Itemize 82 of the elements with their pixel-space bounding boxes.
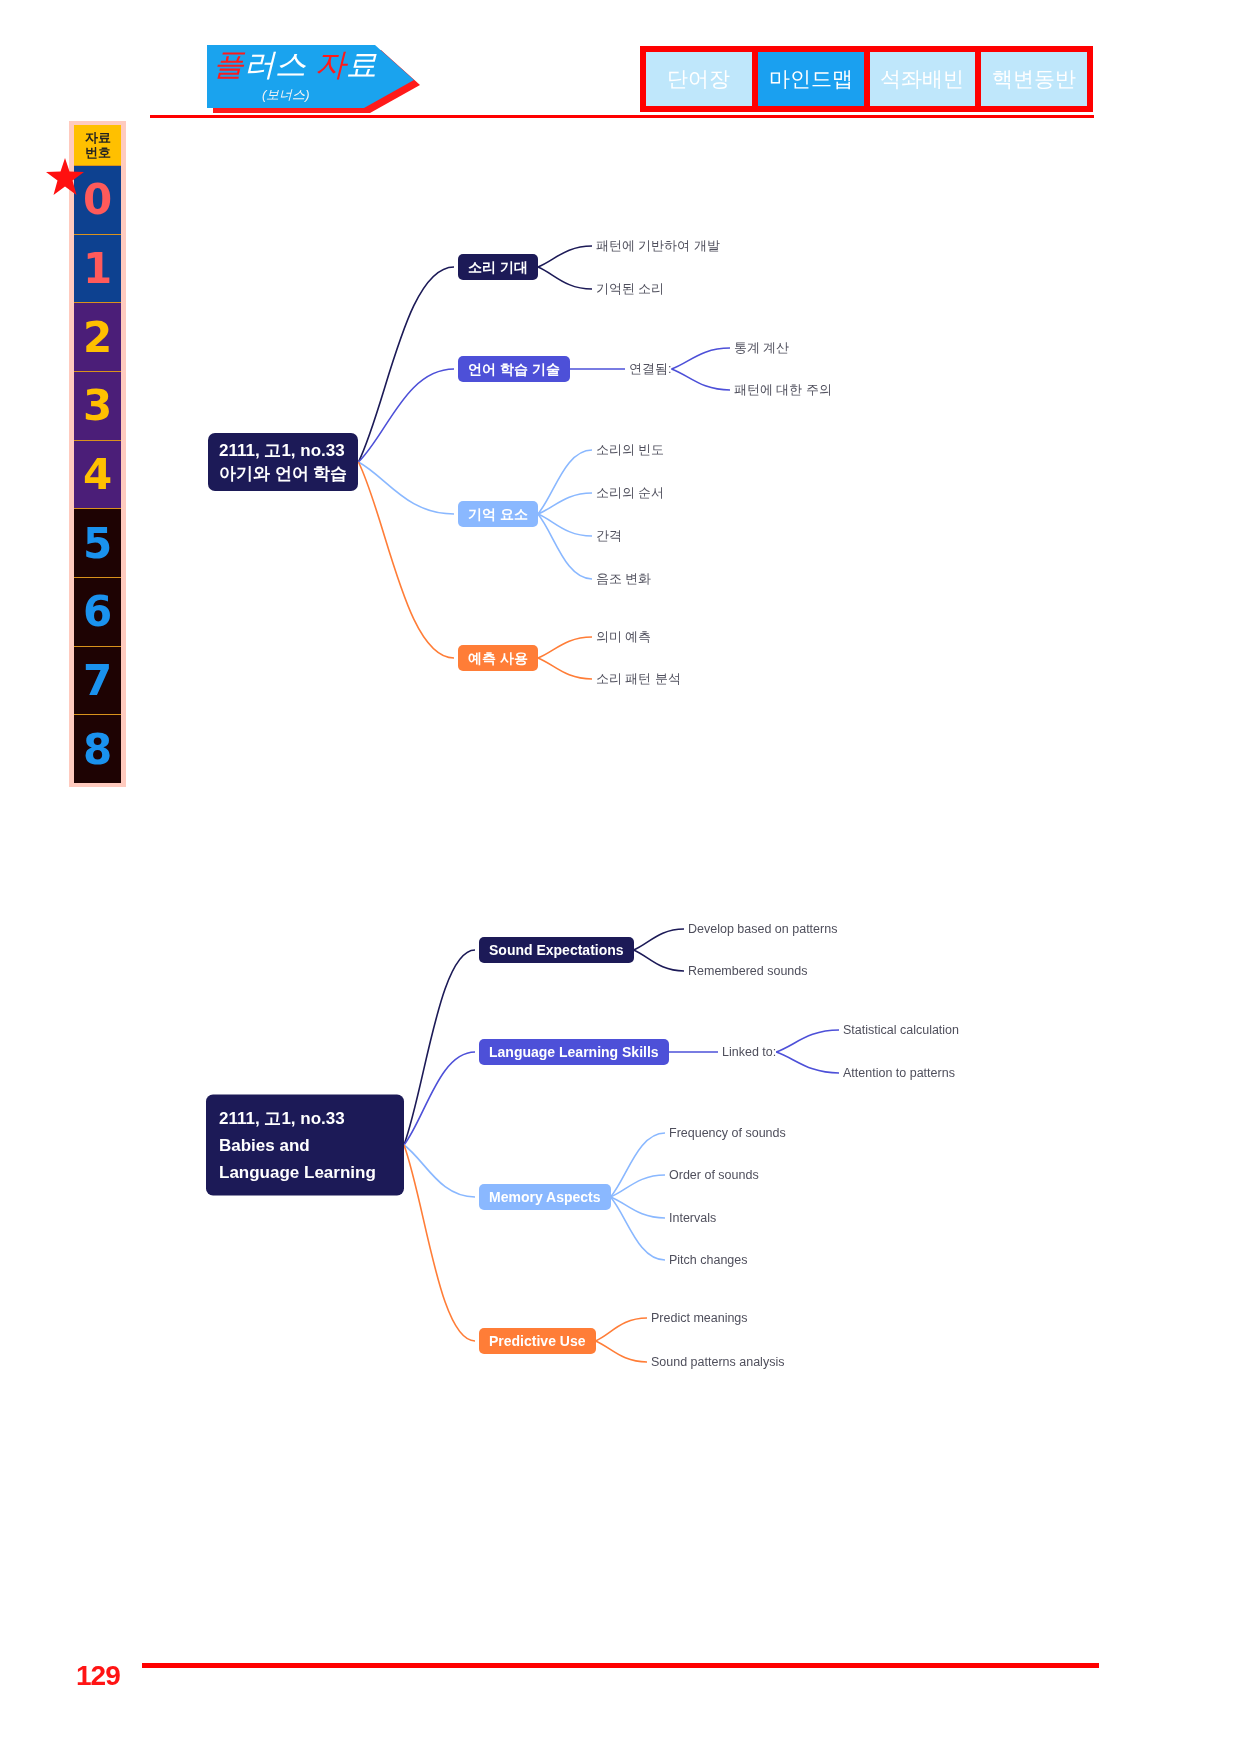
index-tab: 3 (74, 371, 121, 440)
subtopic-text: Statistical calculation (843, 1022, 960, 1038)
connector-line (632, 928, 685, 951)
connector-line (357, 368, 455, 463)
subtopic-text: Linked to: (722, 1044, 777, 1060)
subtopic-text: 패턴에 대한 주의 (734, 382, 832, 398)
connector-line (403, 949, 476, 1146)
branch-topic: Memory Aspects (479, 1184, 611, 1210)
subtopic-text: Intervals (669, 1210, 717, 1226)
subtopic-text: Develop based on patterns (688, 921, 838, 937)
connector-line (609, 1174, 666, 1198)
subtopic-text: Sound patterns analysis (651, 1354, 785, 1370)
subtopic-text: Predict meanings (651, 1310, 748, 1326)
branch-topic: 예측 사용 (458, 645, 538, 671)
connector-line (537, 636, 593, 659)
branch-topic: Predictive Use (479, 1328, 596, 1354)
branch-topic: 기억 요소 (458, 501, 538, 527)
nav-tab: 마인드맵 (757, 52, 864, 106)
index-tab: 8 (74, 714, 121, 784)
subtopic-text: 소리의 빈도 (596, 442, 665, 458)
subtopic-text: Frequency of sounds (669, 1125, 786, 1141)
sidebar-heading: 자료 번호 (74, 125, 121, 165)
subtopic-text: 통계 계산 (734, 340, 790, 356)
connector-line (403, 1144, 476, 1342)
topic-text: Babies and Language Learning (219, 1134, 377, 1184)
topic-text: 아기와 언어 학습 (219, 463, 348, 485)
branch-topic: Sound Expectations (479, 937, 634, 963)
page-number: 129 (76, 1661, 120, 1691)
connector-line (775, 1029, 840, 1053)
connector-line (609, 1132, 666, 1198)
connector-line (403, 1051, 476, 1146)
index-tab: 0 (74, 165, 121, 234)
connector-line (357, 461, 455, 659)
connector-line (537, 449, 593, 515)
topic-text: 2111, 고1, no.33 (219, 1107, 346, 1130)
connector-line (537, 245, 593, 268)
subtopic-text: 음조 변화 (596, 571, 652, 587)
banner-title: 플러스 자료 (213, 46, 377, 84)
connector-line (609, 1196, 666, 1219)
banner-subtitle: (보너스) (262, 87, 310, 103)
connector-line (775, 1051, 840, 1074)
subtopic-text: 연결됨: (629, 361, 672, 377)
subtopic-text: Order of sounds (669, 1167, 759, 1183)
topic-text: 2111, 고1, no.33 (219, 440, 346, 462)
connector-line (632, 949, 685, 972)
subtopic-text: Remembered sounds (688, 963, 808, 979)
subtopic-text: 간격 (596, 528, 622, 544)
index-tab: 2 (74, 302, 121, 371)
nav-tab: 단어장 (646, 52, 752, 106)
connector-line (537, 492, 593, 515)
connector-line (537, 513, 593, 537)
subtopic-text: Pitch changes (669, 1252, 748, 1268)
branch-topic: 소리 기대 (458, 254, 538, 280)
index-tab: 7 (74, 645, 121, 715)
index-tab: 4 (74, 439, 121, 509)
connector-line (670, 347, 731, 370)
nav-tab: 석좌배빈 (869, 52, 976, 106)
subtopic-text: 소리의 순서 (596, 485, 665, 501)
subtopic-text: 기억된 소리 (596, 281, 665, 297)
nav-tab: 핵변동반 (981, 52, 1087, 106)
subtopic-text: 소리 패턴 분석 (596, 671, 681, 687)
branch-topic: Language Learning Skills (479, 1039, 669, 1065)
connector-line (537, 513, 593, 580)
connector-line (594, 1317, 648, 1342)
subtopic-text: 의미 예측 (596, 629, 652, 645)
branch-topic: 언어 학습 기술 (458, 356, 570, 382)
subtopic-text: 패턴에 기반하여 개발 (596, 238, 720, 254)
central-topic-card (206, 1094, 404, 1196)
central-topic-card (208, 433, 359, 491)
connector-line (609, 1196, 666, 1261)
index-tab: 1 (74, 233, 121, 303)
connector-line (357, 461, 455, 515)
connector-line (569, 368, 626, 370)
connector-line (667, 1051, 719, 1053)
connector-line (537, 657, 593, 680)
index-tab: 6 (74, 577, 121, 646)
connector-line (403, 1144, 476, 1198)
subtopic-text: Attention to patterns (843, 1065, 955, 1081)
index-tab: 5 (74, 508, 121, 578)
connector-line (537, 266, 593, 290)
connector-line (670, 368, 731, 391)
connector-line (594, 1340, 648, 1363)
